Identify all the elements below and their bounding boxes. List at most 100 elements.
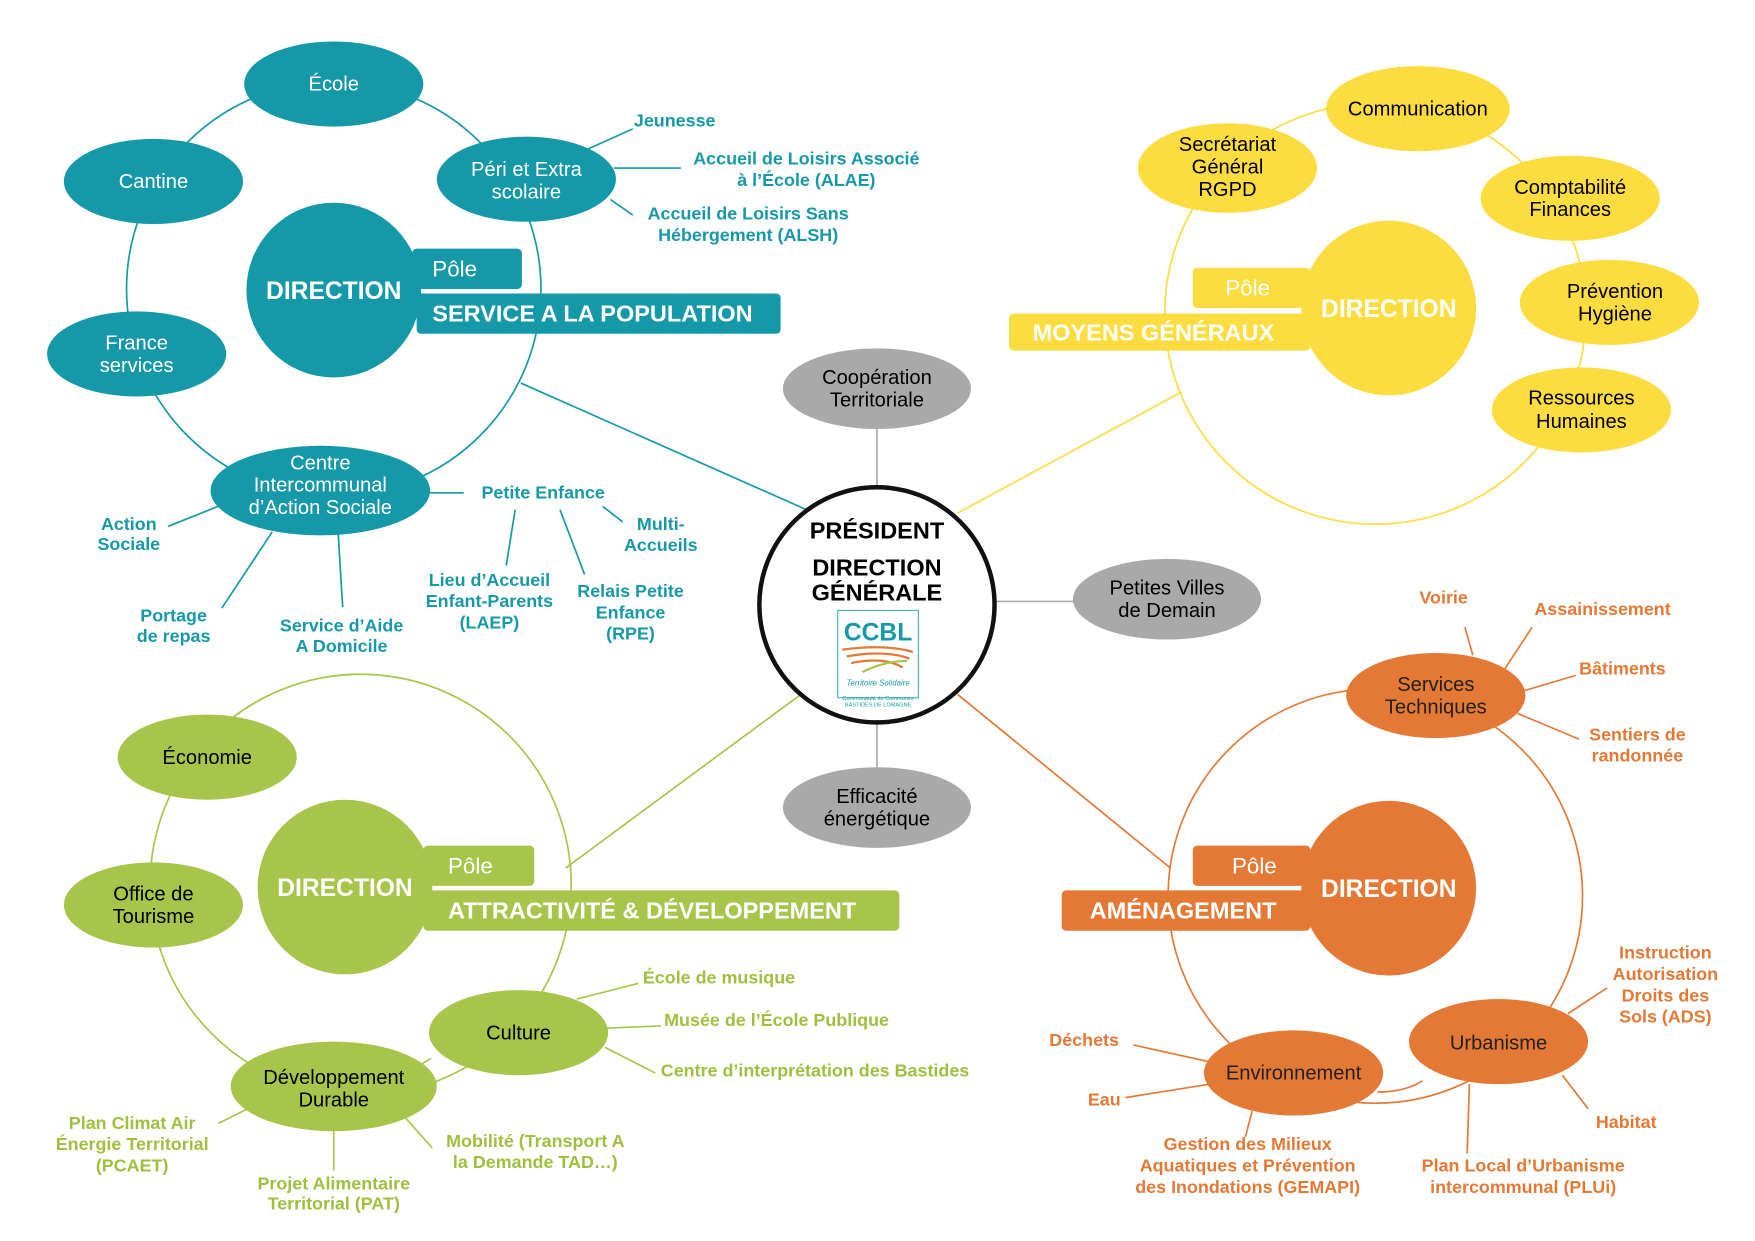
leaf-pat-2: Territorial (PAT)	[268, 1194, 400, 1214]
node-rh-2: Humaines	[1536, 411, 1627, 433]
leaf-voirie: Voirie	[1419, 588, 1467, 608]
leaf-portage: Portage	[140, 606, 207, 626]
leaf-laep: Lieu d’Accueil	[429, 570, 550, 590]
leaf-pcaet-2: Énergie Territorial	[56, 1133, 209, 1154]
leaf-alae: Accueil de Loisirs Associé	[693, 149, 919, 169]
leaf-alsh: Accueil de Loisirs Sans	[648, 204, 849, 224]
leaf-sentiers: Sentiers de	[1589, 724, 1686, 744]
direction-label: DIRECTION	[1321, 876, 1456, 903]
leaf-gemapi: Gestion des Milieux	[1164, 1134, 1332, 1154]
leaf-alsh-2: Hébergement (ALSH)	[658, 225, 838, 245]
leaf-plui-2: intercommunal (PLUi)	[1430, 1177, 1616, 1197]
leaf-sad-2: A Domicile	[296, 636, 388, 656]
node-urbanisme: Urbanisme	[1450, 1032, 1547, 1054]
pole-label: Pôle	[1232, 854, 1277, 879]
node-services-techniques-2: Techniques	[1385, 696, 1487, 718]
node-dev-durable-2: Durable	[298, 1090, 369, 1112]
leaf-pcaet-3: (PCAET)	[96, 1156, 169, 1176]
leaf-batiments: Bâtiments	[1579, 658, 1666, 678]
node-cias: Centre	[290, 452, 350, 474]
leaf-gemapi-3: des Inondations (GEMAPI)	[1135, 1177, 1360, 1197]
leaf-laep-3: (LAEP)	[460, 612, 520, 632]
node-label: Efficacité	[836, 786, 917, 808]
ccbl-logo: CCBL Territoire Solidaire Communauté de …	[837, 609, 919, 709]
leaf-pat: Projet Alimentaire	[257, 1173, 410, 1193]
leaf-multi-accueils: Multi-	[637, 514, 685, 534]
node-peri-scolaire-2: scolaire	[492, 181, 561, 203]
pole-label: Pôle	[1225, 276, 1270, 301]
pole-name: SERVICE A LA POPULATION	[432, 300, 752, 326]
node-label: énergétique	[824, 808, 930, 830]
leaf-sad: Service d’Aide	[280, 616, 403, 636]
logo-sub1: Communauté de Communes	[842, 696, 914, 702]
pole-amenagement: DIRECTION Pôle AMÉNAGEMENT ServicesTechn…	[1049, 588, 1718, 1197]
leaf-eau: Eau	[1088, 1089, 1121, 1109]
node-cantine: Cantine	[119, 171, 188, 193]
node-cias-2: Intercommunal	[254, 475, 387, 497]
leaf-dechets: Déchets	[1049, 1030, 1119, 1050]
leaf-multi-accueils-2: Accueils	[624, 535, 698, 555]
node-secretariat-2: Général	[1192, 157, 1264, 179]
logo-text: CCBL	[844, 620, 912, 647]
pole-name: ATTRACTIVITÉ & DÉVELOPPEMENT	[448, 896, 857, 923]
node-communication: Communication	[1348, 98, 1488, 120]
node-label: de Demain	[1118, 600, 1215, 622]
node-comptabilite: Comptabilité	[1514, 177, 1626, 199]
leaf-ads-3: Droits des	[1622, 985, 1710, 1005]
pole-service-population: DIRECTION Pôle SERVICE A LA POPULATION É…	[47, 41, 920, 656]
leaf-action-sociale-2: Sociale	[97, 534, 160, 554]
pole-name: MOYENS GÉNÉRAUX	[1033, 319, 1275, 346]
leaf-rpe-2: Enfance	[596, 602, 666, 622]
direction-generale-line1: DIRECTION	[812, 555, 941, 581]
pole-moyens-generaux: DIRECTION Pôle MOYENS GÉNÉRAUX Communica…	[1009, 66, 1700, 453]
leaf-ads: Instruction	[1619, 943, 1712, 963]
center-node: PRÉSIDENT DIRECTION GÉNÉRALE CCBL Territ…	[757, 484, 997, 725]
node-label: Petites Villes	[1110, 578, 1225, 600]
leaf-mobilite-2: la Demande TAD…)	[453, 1152, 618, 1172]
node-secretariat: Secrétariat	[1179, 134, 1277, 156]
node-label: Coopération	[822, 367, 932, 389]
node-rh: Ressources	[1528, 387, 1634, 409]
node-peri-scolaire: Péri et Extra	[471, 159, 583, 181]
leaf-ads-2: Autorisation	[1613, 964, 1718, 984]
direction-generale-line2: GÉNÉRALE	[812, 578, 943, 605]
node-prevention-2: Hygiène	[1578, 303, 1652, 325]
president-label: PRÉSIDENT	[810, 517, 945, 544]
node-france-services-2: services	[100, 355, 174, 377]
pole-label: Pôle	[432, 257, 477, 282]
node-culture: Culture	[486, 1022, 551, 1044]
leaf-musique: École de musique	[643, 966, 795, 987]
leaf-ads-4: Sols (ADS)	[1619, 1007, 1712, 1027]
node-france-services: France	[105, 332, 168, 354]
leaf-alae-2: à l’École (ALAE)	[737, 169, 875, 190]
pole-name: AMÉNAGEMENT	[1090, 896, 1277, 923]
leaf-gemapi-2: Aquatiques et Prévention	[1140, 1156, 1356, 1176]
node-services-techniques: Services	[1397, 674, 1474, 696]
direction-label: DIRECTION	[266, 278, 401, 305]
pole-attractivite: DIRECTION Pôle ATTRACTIVITÉ & DÉVELOPPEM…	[56, 714, 969, 1214]
node-economie: Économie	[162, 746, 252, 769]
leaf-laep-2: Enfant-Parents	[426, 591, 553, 611]
node-dev-durable: Développement	[263, 1067, 404, 1089]
node-cias-3: d’Action Sociale	[249, 497, 392, 519]
leaf-habitat: Habitat	[1596, 1112, 1657, 1132]
logo-sub2: BASTIDES DE LOMAGNE	[845, 703, 912, 709]
node-office-tourisme-2: Tourisme	[113, 906, 195, 928]
leaf-plui: Plan Local d’Urbanisme	[1422, 1156, 1625, 1176]
node-label: Territoriale	[830, 390, 924, 412]
node-environnement: Environnement	[1226, 1063, 1362, 1085]
leaf-petite-enfance: Petite Enfance	[481, 482, 604, 502]
leaf-pcaet: Plan Climat Air	[69, 1113, 196, 1133]
node-prevention: Prévention	[1567, 281, 1663, 303]
leaf-action-sociale: Action	[101, 514, 157, 534]
leaf-assainissement: Assainissement	[1534, 599, 1670, 619]
pole-label: Pôle	[448, 854, 493, 879]
leaf-rpe: Relais Petite	[577, 581, 684, 601]
direction-label: DIRECTION	[1321, 296, 1456, 323]
logo-tagline: Territoire Solidaire	[846, 678, 910, 687]
leaf-bastides: Centre d’interprétation des Bastides	[661, 1060, 969, 1080]
